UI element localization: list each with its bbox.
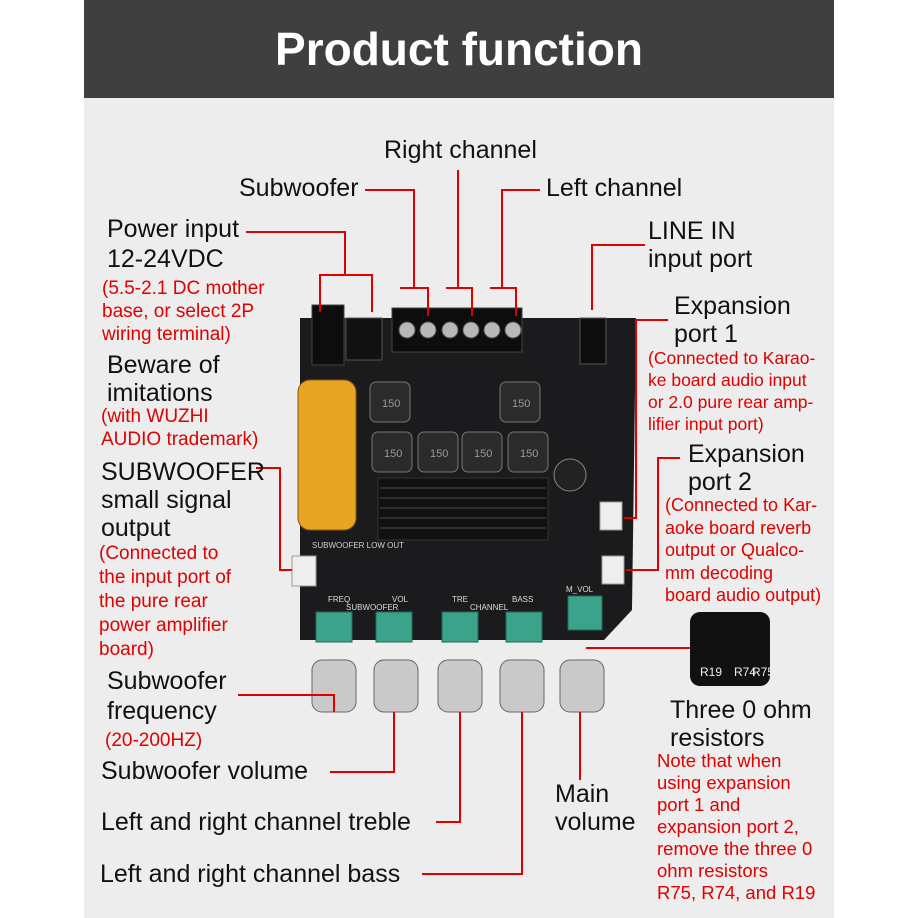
potentiometers	[315, 595, 603, 643]
heatsink-fins	[380, 487, 546, 529]
expansion-port-1-label: Expansion port 1	[674, 292, 791, 348]
dc-jack	[311, 304, 345, 366]
power-input-note: (5.5-2.1 DC mother base, or select 2P wi…	[102, 278, 265, 345]
inductor-mark: 150	[474, 448, 492, 460]
silk-freq: FREQ	[328, 595, 350, 604]
silk-channel: CHANNEL	[470, 603, 509, 612]
resistor-closeup	[690, 612, 770, 686]
subwoofer-output-connector	[291, 555, 317, 587]
expansion-port-1-note: (Connected to Karao- ke board audio inpu…	[648, 348, 816, 434]
power-input-label: Power input 12-24VDC	[107, 215, 240, 273]
silk-low-out: SUBWOOFER LOW OUT	[312, 541, 404, 550]
resistors-note: Note that when using expansion port 1 an…	[657, 750, 816, 903]
inductor-mark: 150	[512, 398, 530, 410]
terminal-screws	[398, 321, 522, 339]
silk-mvol: M_VOL	[566, 585, 594, 594]
bass-label: Left and right channel bass	[100, 860, 401, 888]
small-capacitor	[553, 458, 587, 492]
inductor-mark: 150	[520, 448, 538, 460]
treble-label: Left and right channel treble	[101, 808, 411, 836]
resistor-label-r75: R75	[752, 665, 774, 679]
title-bar: Product function	[84, 0, 834, 98]
resistor-label-r19: R19	[700, 665, 722, 679]
resistors-label: Three 0 ohm resistors	[670, 696, 812, 752]
subwoofer-output-label: SUBWOOFER small signal output	[101, 458, 265, 542]
silk-bass: BASS	[512, 595, 533, 604]
main-volume-label: Main volume	[555, 780, 636, 836]
line-in-label: LINE IN input port	[648, 217, 753, 273]
resistor-label-r74: R74	[734, 665, 756, 679]
left-channel-label: Left channel	[546, 174, 683, 202]
capacitor	[297, 379, 357, 531]
knobs	[311, 659, 605, 713]
beware-label: Beware of imitations	[107, 351, 220, 407]
silk-vol: VOL	[392, 595, 409, 604]
expansion-port-2-label: Expansion port 2	[688, 440, 805, 496]
subwoofer-frequency-note: (20-200HZ)	[105, 730, 203, 751]
subwoofer-label: Subwoofer	[239, 174, 359, 202]
silk-tre: TRE	[452, 595, 468, 604]
expansion-port-1-connector	[599, 501, 623, 531]
power-terminal	[345, 317, 383, 361]
inductor-mark: 150	[384, 448, 402, 460]
page-title: Product function	[275, 23, 643, 75]
inductor-mark: 150	[382, 398, 400, 410]
inductors	[369, 381, 549, 473]
inductor-mark: 150	[430, 448, 448, 460]
silk-subwoofer: SUBWOOFER	[346, 603, 399, 612]
line-in-jack	[579, 317, 607, 365]
subwoofer-frequency-label: Subwoofer frequency	[107, 667, 227, 725]
expansion-port-2-note: (Connected to Kar- aoke board reverb out…	[665, 495, 822, 605]
subwoofer-volume-label: Subwoofer volume	[101, 757, 309, 785]
expansion-port-2-connector	[601, 555, 625, 585]
subwoofer-output-note: (Connected to the input port of the pure…	[99, 543, 232, 660]
right-channel-label: Right channel	[384, 136, 537, 164]
beware-note: (with WUZHI AUDIO trademark)	[101, 406, 259, 450]
